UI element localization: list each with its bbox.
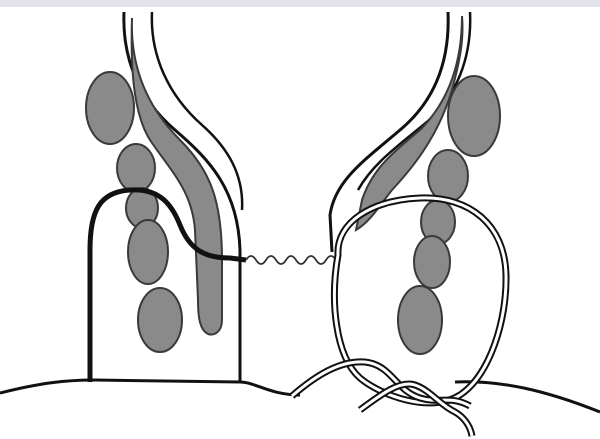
- skin-line-left: [0, 380, 300, 395]
- right-gland-2: [428, 150, 468, 202]
- left-gland-chain: [86, 72, 182, 352]
- right-gland-5: [398, 286, 442, 354]
- seton-tail-left-inner: [292, 362, 470, 406]
- left-gland-5: [138, 288, 182, 352]
- left-gland-4: [128, 220, 168, 284]
- left-gland-1: [86, 72, 134, 144]
- skin-line-right: [455, 382, 600, 412]
- right-gland-4: [414, 236, 450, 288]
- right-gland-1: [448, 76, 500, 156]
- left-gland-2: [117, 144, 155, 192]
- connecting-tract-wavy: [246, 256, 336, 264]
